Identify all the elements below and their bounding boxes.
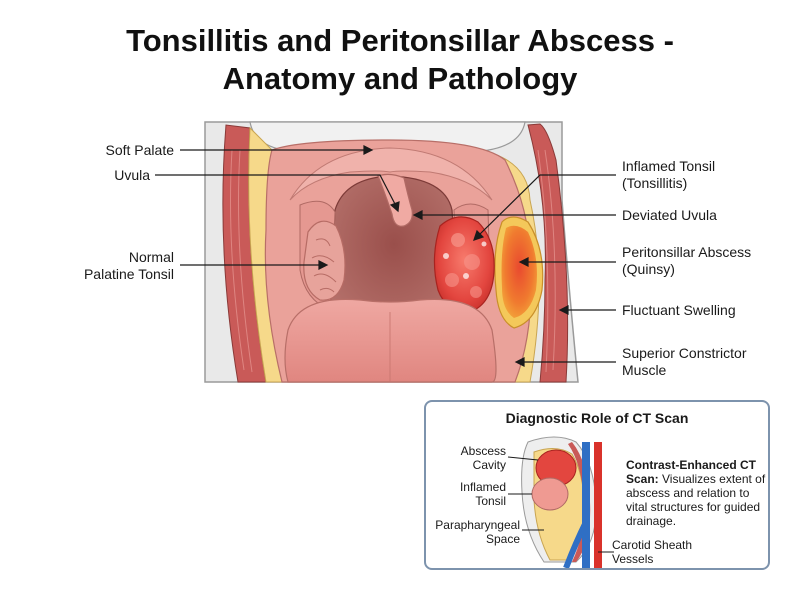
ct-label-parapharyngeal-space: Parapharyngeal Space	[435, 518, 520, 546]
right-muscle-band	[527, 123, 569, 383]
label-peritonsillar-abscess: Peritonsillar Abscess (Quinsy)	[622, 244, 751, 278]
label-deviated-uvula: Deviated Uvula	[622, 207, 717, 224]
label-abscess-line-1: Peritonsillar Abscess	[622, 244, 752, 260]
ct-description-text: Visualizes extent of abscess and relatio…	[626, 472, 766, 528]
ct-carotid-line-1: Carotid Sheath	[612, 538, 693, 552]
inflamed-tonsil-shape	[433, 216, 495, 313]
label-normal-tonsil-line-2: Palatine Tonsil	[83, 266, 174, 282]
ct-abscess-line-2: Cavity	[472, 458, 506, 472]
label-superior-constrictor: Superior Constrictor Muscle	[622, 345, 747, 379]
normal-palatine-tonsil	[303, 220, 346, 301]
ct-description-bold: Contrast-Enhanced CT Scan:	[626, 458, 757, 486]
peritonsillar-abscess-shape	[494, 216, 544, 329]
label-normal-tonsil-line-1: Normal	[128, 249, 174, 265]
label-soft-palate: Soft Palate	[106, 142, 175, 159]
diagram-title: Tonsillitis and Peritonsillar Abscess - …	[0, 22, 800, 98]
ct-tonsil-line-1: Inflamed	[459, 480, 506, 494]
title-line-1: Tonsillitis and Peritonsillar Abscess -	[126, 23, 674, 58]
label-deviated-uvula-text: Deviated Uvula	[622, 207, 717, 223]
label-uvula: Uvula	[114, 167, 150, 184]
ct-carotid-line-2: Vessels	[612, 552, 654, 566]
label-inflamed-tonsil: Inflamed Tonsil (Tonsillitis)	[622, 158, 715, 192]
label-constrictor-line-2: Muscle	[622, 362, 667, 378]
label-normal-palatine-tonsil: Normal Palatine Tonsil	[84, 249, 174, 283]
ct-label-inflamed-tonsil: Inflamed Tonsil	[460, 480, 506, 508]
label-abscess-line-2: (Quinsy)	[622, 261, 675, 277]
label-inflamed-tonsil-line-1: Inflamed Tonsil	[622, 158, 716, 174]
ct-panel-title: Diagnostic Role of CT Scan	[505, 410, 689, 426]
ct-label-carotid-sheath: Carotid Sheath Vessels	[612, 538, 692, 566]
label-fluctuant-swelling-text: Fluctuant Swelling	[622, 302, 736, 318]
label-constrictor-line-1: Superior Constrictor	[622, 345, 747, 361]
ct-parapharyngeal-line-2: Space	[485, 532, 520, 546]
ct-abscess-line-1: Abscess	[460, 444, 506, 458]
ct-label-abscess-cavity: Abscess Cavity	[461, 444, 506, 472]
ct-scan-illustration	[507, 436, 614, 568]
ct-scan-panel: Diagnostic Role of CT Scan Abscess Cavit…	[424, 400, 770, 570]
ct-tonsil-line-2: Tonsil	[475, 494, 506, 508]
leader-lines	[155, 145, 616, 367]
title-line-2: Anatomy and Pathology	[222, 61, 578, 96]
ct-description: Contrast-Enhanced CT Scan: Visualizes ex…	[626, 458, 766, 528]
soft-palate-arch	[289, 147, 493, 201]
ct-parapharyngeal-line-1: Parapharyngeal	[435, 518, 520, 532]
label-uvula-text: Uvula	[114, 167, 150, 183]
label-soft-palate-text: Soft Palate	[105, 142, 175, 158]
label-fluctuant-swelling: Fluctuant Swelling	[622, 302, 736, 319]
label-inflamed-tonsil-line-2: (Tonsillitis)	[622, 175, 688, 191]
